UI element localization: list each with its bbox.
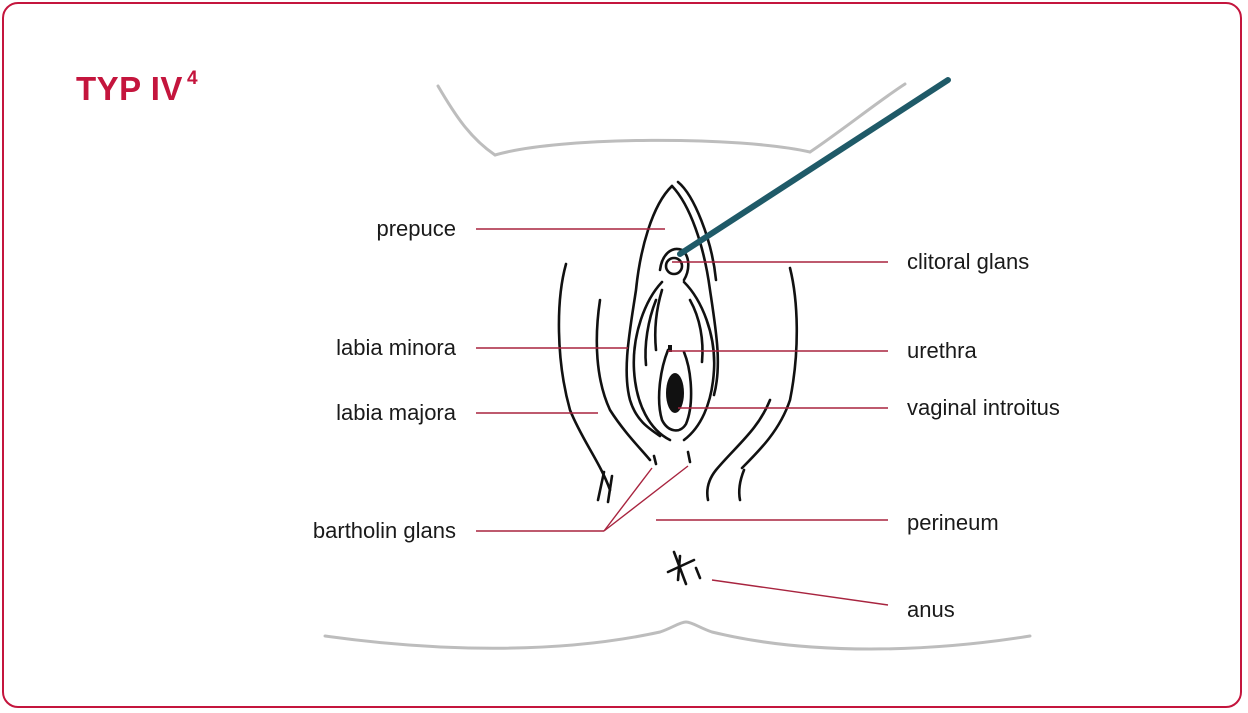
leader-lines [476, 229, 888, 605]
label-labia-minora: labia minora [280, 335, 456, 361]
upper-body-contour [438, 84, 905, 155]
lower-body-contour [325, 622, 1030, 649]
label-bartholin-glans: bartholin glans [256, 518, 456, 544]
label-prepuce: prepuce [300, 216, 456, 242]
label-perineum: perineum [907, 510, 999, 536]
label-labia-majora: labia majora [280, 400, 456, 426]
label-urethra: urethra [907, 338, 977, 364]
instrument-icon [680, 80, 948, 254]
label-vaginal-introitus: vaginal introitus [907, 395, 1060, 421]
vaginal-opening-shape [666, 373, 684, 413]
label-clitoral-glans: clitoral glans [907, 249, 1029, 275]
label-anus: anus [907, 597, 955, 623]
leader-anus [712, 580, 888, 605]
